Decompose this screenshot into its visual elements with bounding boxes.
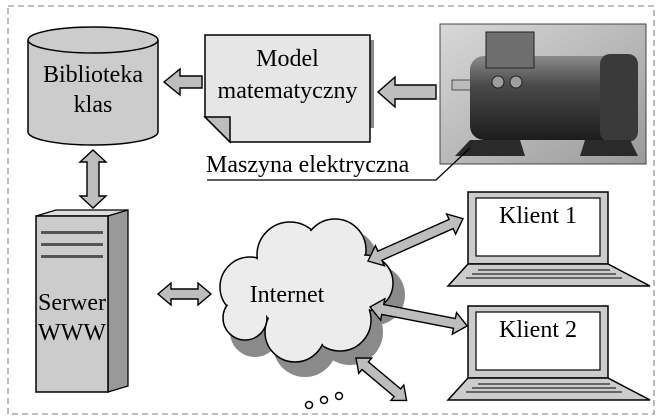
internet-label: Internet [249,282,325,308]
client-1-label: Klient 1 [499,203,577,229]
library-label-line2: klas [73,92,113,118]
library-cylinder-icon [27,26,159,146]
arrow-model-to-library [162,67,203,97]
machine-caption: Maszyna elektryczna [206,152,410,178]
server-label-line1: Serwer [38,290,106,316]
laptop-2-icon [446,305,651,401]
server-label-line2: WWW [38,320,106,346]
arrow-library-server [78,149,108,209]
caption-leader-line [207,147,471,181]
model-label-line2: matematyczny [217,78,358,104]
internet-cloud-icon [219,218,405,377]
arrow-internet-more [355,357,408,402]
model-label-line1: Model [256,46,319,72]
arrow-internet-client1 [367,212,464,267]
arrow-motor-to-model [376,75,437,109]
library-label-line1: Biblioteka [43,62,143,88]
more-clients-dots [304,391,344,410]
arrow-server-internet [156,281,213,307]
electric-motor-photo [439,23,647,165]
laptop-1-icon [446,191,651,287]
server-tower-icon [35,209,129,393]
model-document-icon [203,34,374,144]
arrow-internet-client2 [368,297,469,336]
client-2-label: Klient 2 [499,317,577,343]
dashed-frame [7,5,655,415]
